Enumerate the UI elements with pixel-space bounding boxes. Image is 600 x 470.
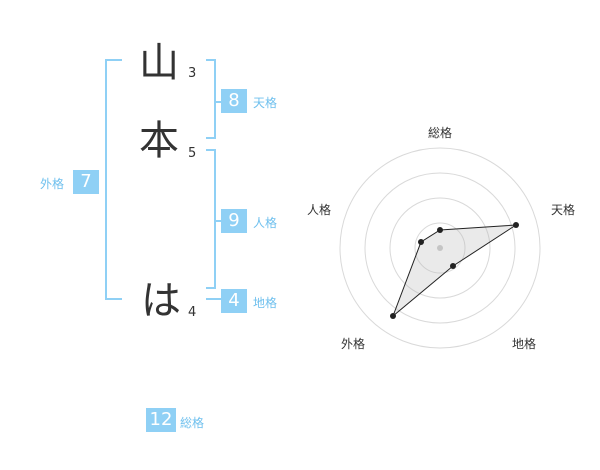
jinkaku-bracket-bottom	[206, 287, 216, 289]
radar-ring-1	[414, 222, 466, 274]
tenkaku-bracket-vertical	[214, 59, 216, 139]
gaikaku-bracket-top	[105, 59, 122, 61]
jinkaku-connector	[216, 220, 221, 222]
soukaku-value: 12	[146, 408, 176, 432]
stroke-count-2: 5	[188, 146, 197, 161]
radar-center	[437, 245, 443, 251]
stroke-count-1: 3	[188, 66, 197, 81]
jinkaku-label: 人格	[253, 216, 278, 230]
jinkaku-bracket-vertical	[214, 149, 216, 289]
radar-ring-3	[364, 172, 516, 324]
radar-point-tenkaku	[513, 222, 519, 228]
radar-point-soukaku	[437, 227, 443, 233]
jinkaku-bracket-top	[206, 149, 216, 151]
gaikaku-bracket-vertical	[105, 59, 107, 300]
gaikaku-label: 外格	[40, 177, 65, 191]
radar-axis-soukaku: 総格	[428, 126, 453, 140]
name-char-1: 山	[139, 40, 179, 86]
soukaku-label: 総格	[180, 416, 205, 430]
jinkaku-value: 9	[221, 209, 247, 233]
chikaku-connector	[206, 298, 221, 300]
radar-axis-tenkaku: 天格	[551, 203, 576, 217]
tenkaku-value: 8	[221, 89, 247, 113]
radar-ring-2	[389, 197, 491, 299]
radar-point-chikaku	[450, 263, 456, 269]
gaikaku-bracket-bottom	[105, 298, 122, 300]
chikaku-value: 4	[221, 289, 247, 313]
tenkaku-label: 天格	[253, 96, 278, 110]
radar-axis-gaikaku: 外格	[341, 337, 366, 351]
stroke-count-3: 4	[188, 305, 197, 320]
chikaku-label: 地格	[253, 296, 278, 310]
gaikaku-value: 7	[73, 170, 99, 194]
name-char-2: 本	[139, 118, 179, 164]
radar-ring-4	[339, 147, 541, 349]
tenkaku-bracket-top	[206, 59, 216, 61]
radar-axis-jinkaku: 人格	[307, 203, 332, 217]
tenkaku-connector	[216, 101, 221, 103]
radar-point-gaikaku	[390, 313, 396, 319]
name-char-3: は	[141, 278, 181, 324]
radar-polygon	[391, 224, 518, 318]
radar-point-jinkaku	[418, 239, 424, 245]
tenkaku-bracket-bottom	[206, 137, 216, 139]
radar-axis-chikaku: 地格	[512, 337, 537, 351]
